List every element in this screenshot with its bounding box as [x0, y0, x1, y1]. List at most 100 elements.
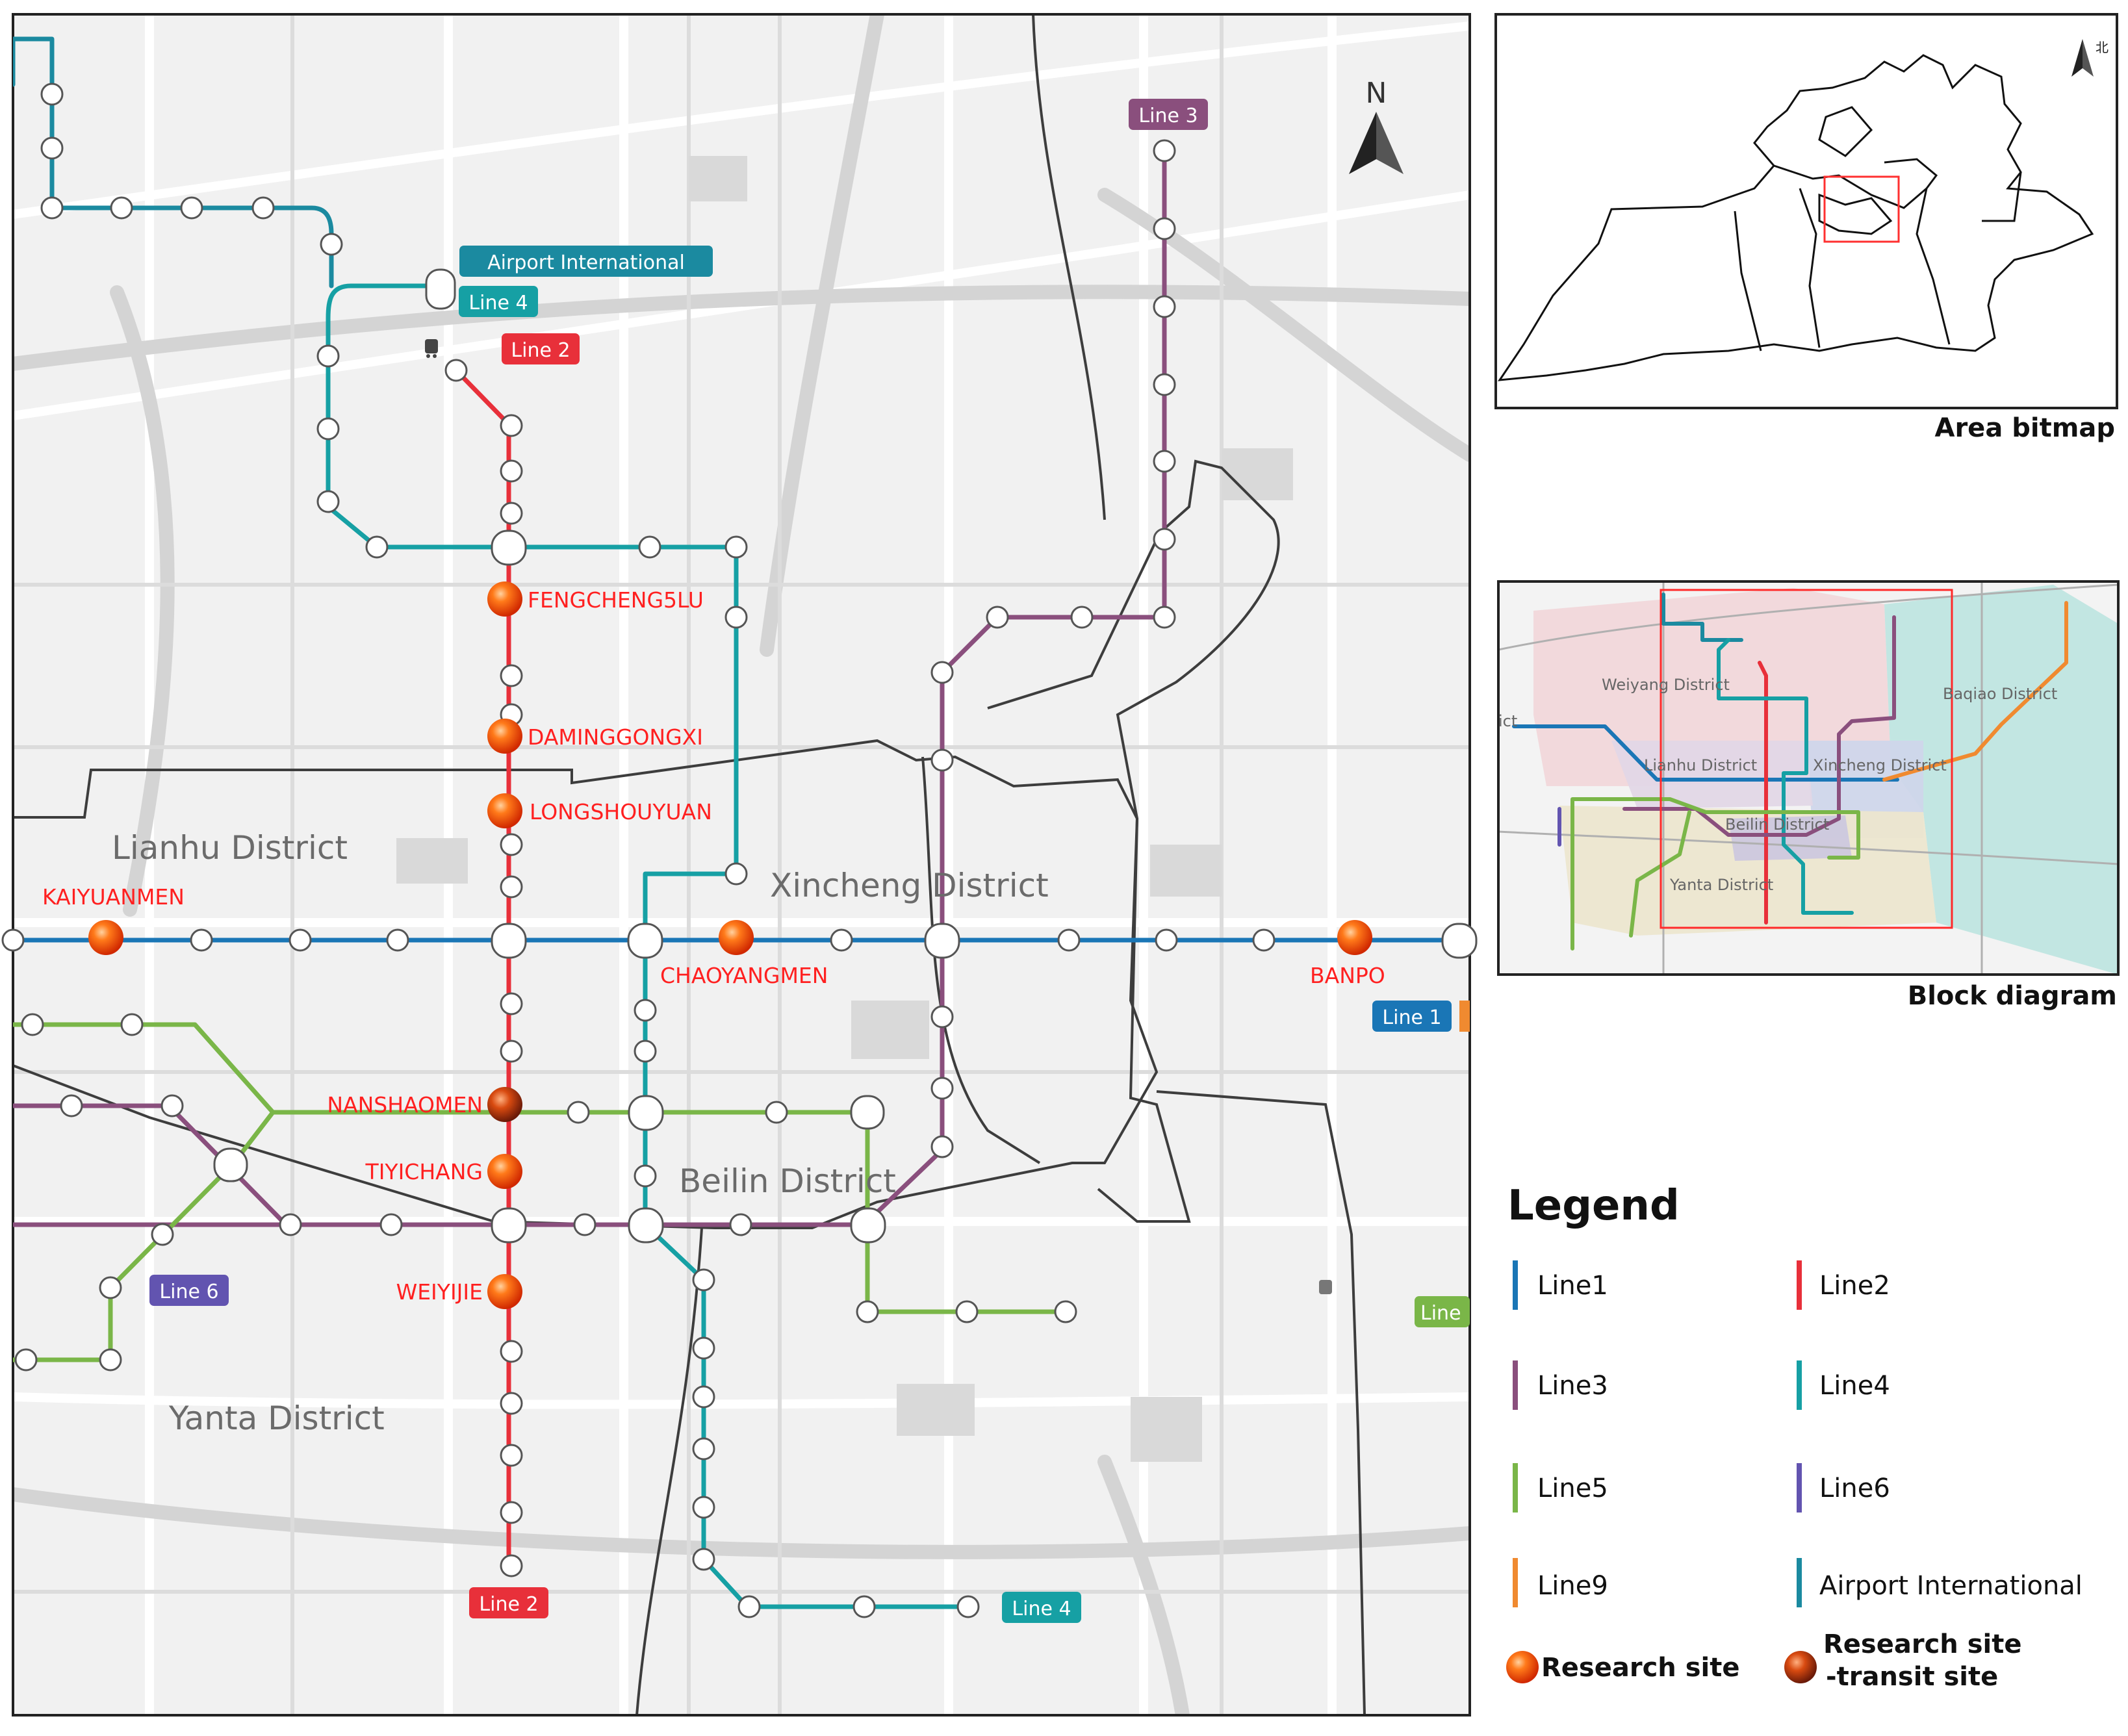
study-area-box — [1660, 589, 1953, 929]
station — [729, 1213, 752, 1236]
station — [500, 992, 523, 1015]
station — [120, 1013, 144, 1036]
station — [99, 1276, 122, 1299]
station — [190, 928, 213, 952]
line4-stations — [316, 268, 980, 1618]
interchange-station — [491, 1207, 527, 1244]
station — [99, 1348, 122, 1372]
bd-label-lianhu: Lianhu District — [1644, 756, 1757, 774]
line-tags: Line 3 Airport International Line 4 Line… — [149, 99, 1470, 1623]
station — [40, 83, 64, 106]
station — [500, 1444, 523, 1467]
legend-swatch-line6 — [1797, 1463, 1802, 1513]
station — [251, 196, 275, 220]
station — [1155, 928, 1178, 952]
interchange-station — [850, 1095, 885, 1130]
station — [316, 344, 340, 368]
stations — [1, 83, 1478, 1618]
legend-label-line6: Line6 — [1819, 1474, 1890, 1503]
station — [1153, 528, 1176, 551]
tag-line6: Line 6 — [149, 1275, 229, 1306]
station — [386, 928, 409, 952]
legend-swatch-line2 — [1797, 1260, 1802, 1310]
site-label-daminggongxi: DAMINGGONGXI — [528, 724, 703, 750]
station — [573, 1213, 596, 1236]
main-map: FENGCHENG5LU DAMINGGONGXI LONGSHOUYUAN K… — [1, 13, 1478, 1717]
line1-stations — [1, 923, 1478, 959]
station — [40, 136, 64, 160]
research-site-marker — [487, 1274, 522, 1309]
svg-text:Line 4: Line 4 — [468, 292, 528, 314]
svg-text:Line 2: Line 2 — [479, 1593, 538, 1616]
legend-swatch-airport — [1797, 1558, 1802, 1607]
bd-label-yanta: Yanta District — [1669, 876, 1773, 894]
station — [930, 1135, 954, 1158]
district-label-lianhu: Lianhu District — [112, 829, 348, 867]
station — [1, 928, 25, 952]
station — [21, 1013, 44, 1036]
station — [500, 875, 523, 899]
line5-west-track — [13, 1022, 276, 1115]
station — [365, 535, 389, 559]
station — [1252, 928, 1276, 952]
site-label-weiyijie: WEIYIJIE — [396, 1279, 483, 1305]
research-site-marker — [719, 920, 754, 955]
site-label-fengcheng5lu: FENGCHENG5LU — [528, 587, 704, 613]
research-site-marker — [88, 920, 123, 955]
district-labels: Lianhu District Xincheng District Beilin… — [112, 829, 1049, 1437]
station — [856, 1300, 879, 1323]
legend-label-line3: Line3 — [1537, 1371, 1608, 1401]
area-bitmap-frame — [1494, 13, 2118, 409]
research-sites — [88, 581, 1372, 1309]
station — [765, 1101, 788, 1124]
station — [692, 1437, 715, 1461]
legend-label-line4: Line4 — [1819, 1371, 1890, 1401]
svg-text:Airport International: Airport International — [487, 251, 685, 274]
station — [1153, 139, 1176, 162]
site-label-nanshaomen: NANSHAOMEN — [327, 1092, 483, 1117]
bus-icon — [425, 339, 438, 358]
legend-label-airport: Airport International — [1819, 1571, 2083, 1601]
site-label-banpo: BANPO — [1310, 963, 1385, 988]
station — [320, 233, 343, 256]
station — [930, 748, 954, 772]
station — [956, 1595, 980, 1618]
station — [634, 999, 657, 1022]
station — [692, 1496, 715, 1519]
legend-label-research-transit-1: Research site — [1823, 1629, 2021, 1659]
line2-stations — [444, 359, 527, 1577]
area-outline — [1497, 54, 2094, 381]
station — [500, 833, 523, 856]
block-diagram-frame — [1497, 580, 2120, 976]
station — [1153, 295, 1176, 318]
legend-label-line5: Line5 — [1537, 1474, 1608, 1503]
interchange-station — [213, 1147, 248, 1182]
bus-icon — [1319, 1280, 1332, 1294]
site-labels: FENGCHENG5LU DAMINGGONGXI LONGSHOUYUAN K… — [42, 587, 1385, 1305]
station — [379, 1213, 403, 1236]
station — [1153, 217, 1176, 240]
research-site-marker — [1337, 920, 1372, 955]
station — [692, 1385, 715, 1409]
station — [692, 1336, 715, 1360]
station — [151, 1223, 174, 1246]
station — [724, 862, 748, 886]
station — [1153, 373, 1176, 396]
station — [500, 1340, 523, 1363]
interchange-station — [425, 268, 456, 310]
svg-text:Line 6: Line 6 — [159, 1281, 218, 1303]
district-label-yanta: Yanta District — [168, 1399, 385, 1437]
station — [1057, 928, 1081, 952]
svg-text:Line: Line — [1420, 1302, 1461, 1325]
bd-label-beilin: Beilin District — [1725, 815, 1829, 834]
legend-swatch-line5 — [1513, 1463, 1518, 1513]
area-bitmap-panel: 北 Area bitmap — [1494, 13, 2118, 443]
station — [634, 1164, 657, 1188]
north-arrow-icon: N — [1349, 77, 1404, 174]
site-label-tiyichang: TIYICHANG — [365, 1159, 483, 1184]
station — [316, 417, 340, 440]
station — [279, 1213, 302, 1236]
map-frame — [12, 13, 1471, 1717]
line3-stations — [60, 139, 1176, 1244]
station — [500, 1501, 523, 1524]
